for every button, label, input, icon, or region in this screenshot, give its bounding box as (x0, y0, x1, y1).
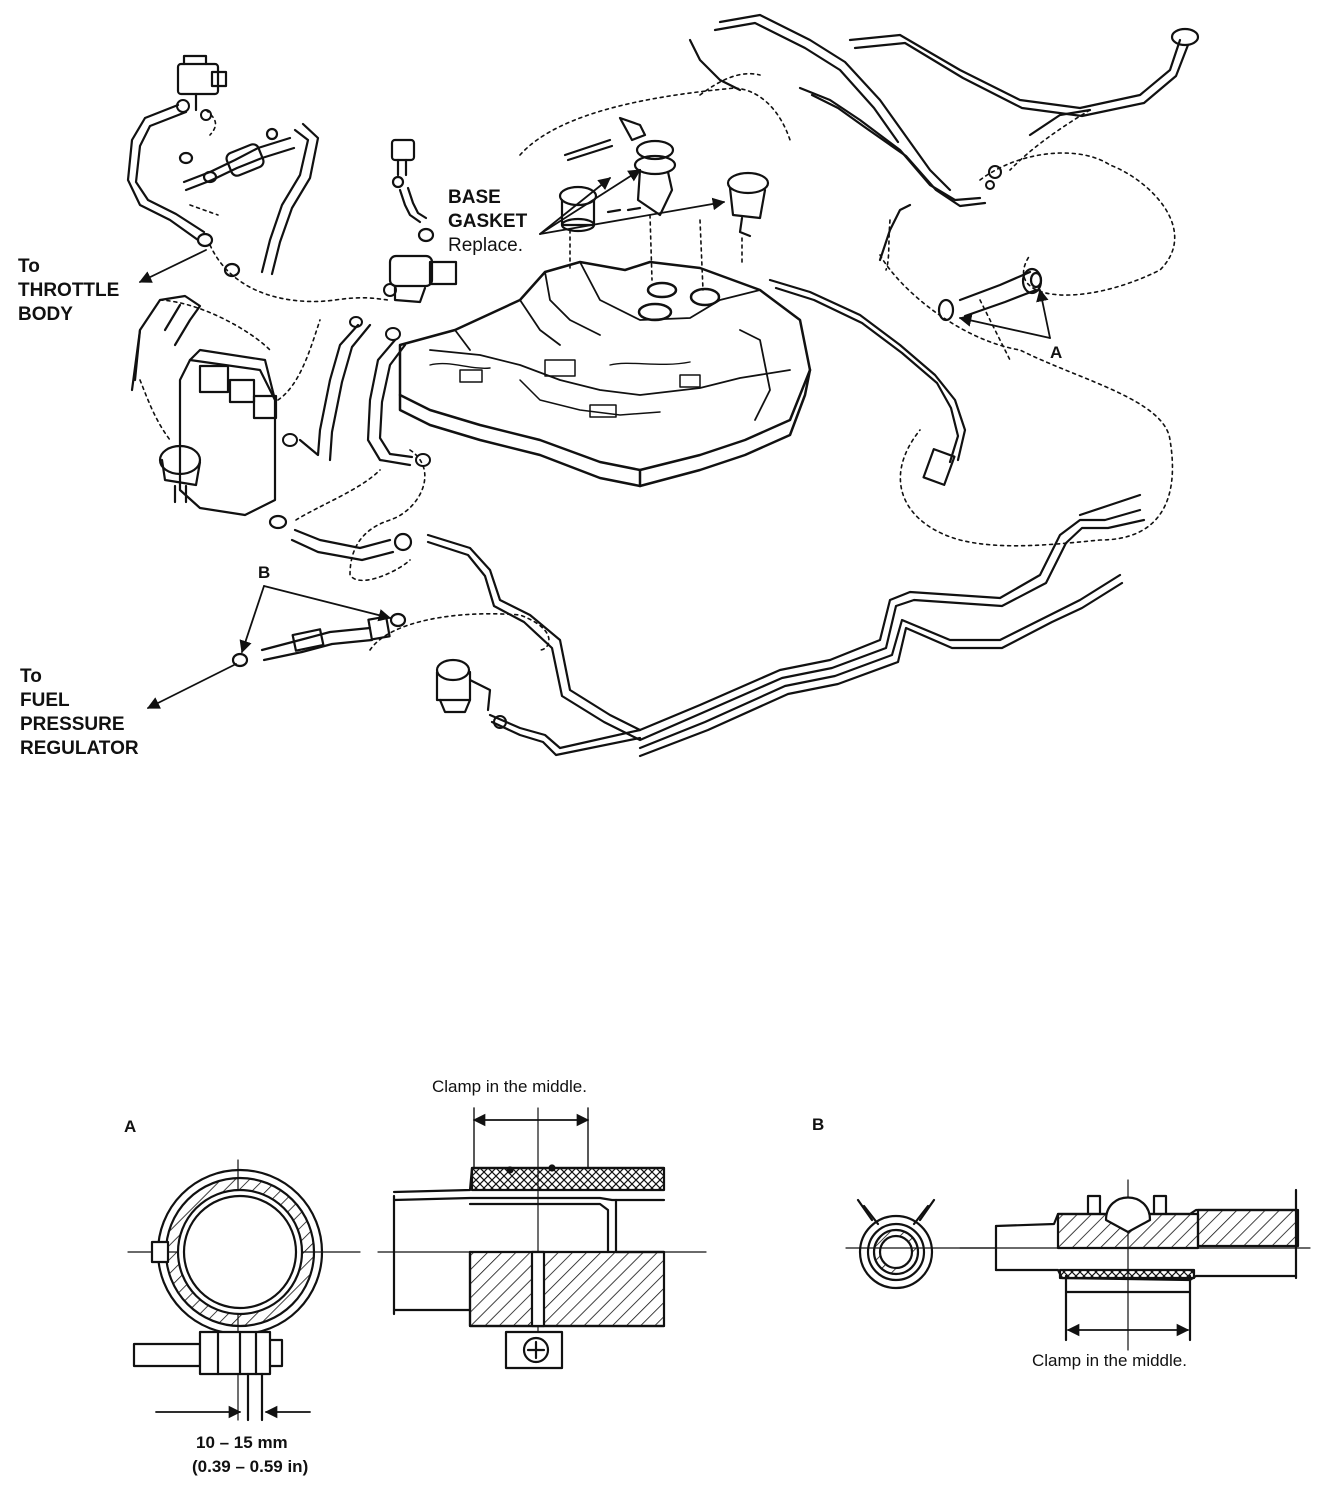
detail-a-drawing (127, 1107, 707, 1422)
detail-a-letter: A (124, 1117, 137, 1136)
label-to-throttle-line2: THROTTLE (18, 280, 120, 301)
label-to-throttle-line3: BODY (18, 304, 73, 325)
detail-a-clamp-note: Clamp in the middle. (432, 1077, 587, 1096)
detail-b-letter: B (812, 1115, 825, 1134)
fuel-lines (268, 13, 1200, 758)
hose-a-assembly (937, 267, 1043, 322)
fuel-tank (398, 260, 812, 488)
label-to-throttle: To THROTTLE BODY (18, 255, 119, 327)
label-to-fuel-line3: PRESSURE (20, 714, 125, 735)
two-way-valve (388, 138, 458, 304)
evap-canister (130, 294, 278, 517)
detail-b-drawing (845, 1179, 1311, 1351)
label-to-fuel-line2: FUEL (20, 690, 70, 711)
pump-leaders (519, 72, 791, 291)
label-to-fuel-pressure-regulator: To FUEL PRESSURE REGULATOR (20, 665, 139, 761)
detail-a-dimension-in: (0.39 – 0.59 in) (192, 1457, 309, 1476)
pulsation-damper (435, 658, 642, 757)
detail-b-clamp-note: Clamp in the middle. (1032, 1351, 1187, 1370)
dotted-routing (139, 109, 1176, 651)
label-base: BASE (448, 187, 501, 208)
fuel-pump-assemblies (558, 116, 770, 238)
label-gasket: GASKET (448, 211, 528, 232)
detail-a-dimension-mm: 10 – 15 mm (196, 1433, 288, 1452)
label-to-throttle-line1: To (18, 256, 40, 277)
label-to-fuel-line1: To (20, 666, 42, 687)
label-to-fuel-line4: REGULATOR (20, 738, 139, 759)
callout-a: A (1050, 343, 1063, 362)
purge-solenoid-hoses (126, 54, 320, 278)
label-replace: Replace. (448, 235, 523, 256)
callout-b: B (258, 563, 271, 582)
label-base-gasket: BASE GASKET (448, 186, 527, 234)
callout-arrows (138, 169, 1051, 709)
